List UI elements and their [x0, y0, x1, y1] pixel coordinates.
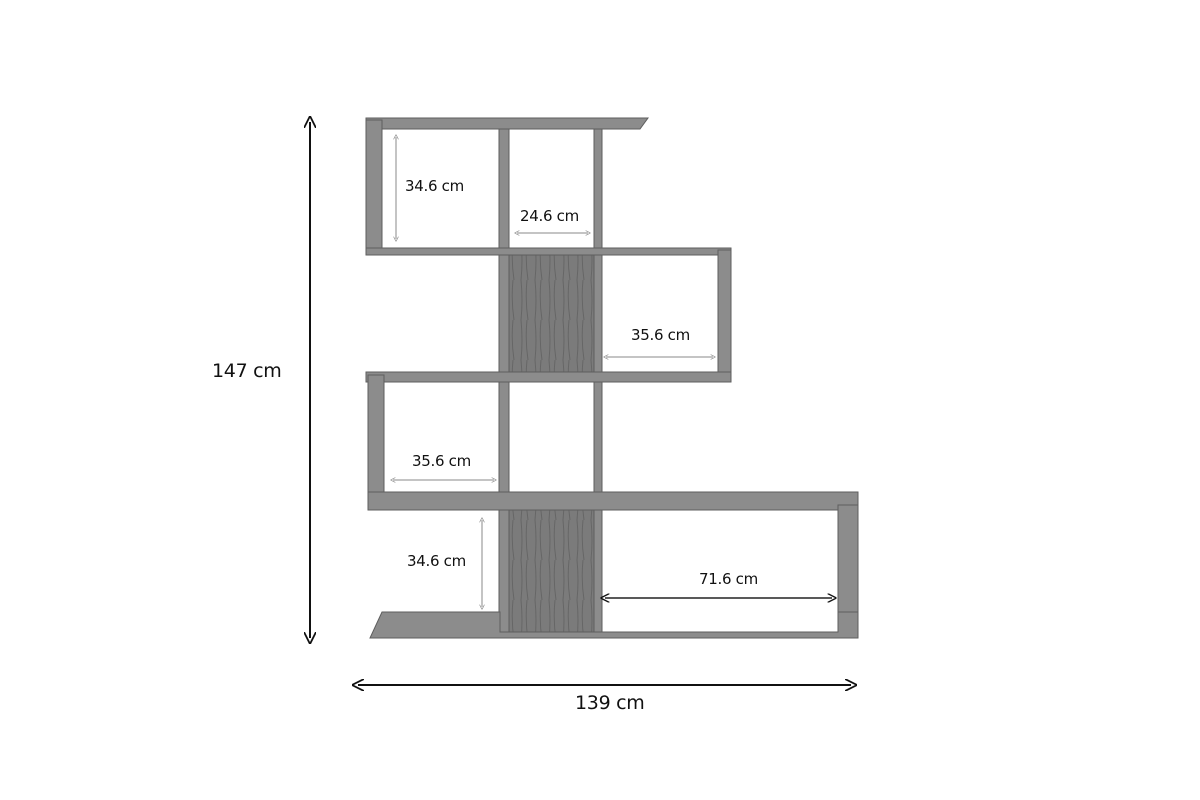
- side-panel-right-2: [717, 249, 732, 383]
- bookcase: [365, 117, 859, 639]
- top-left-height-label: 34.6 cm: [405, 177, 464, 195]
- inner-arrows: [393, 137, 713, 607]
- second-right-width-label: 35.6 cm: [631, 326, 690, 344]
- shelf-3: [365, 371, 732, 383]
- side-panel-left-3: [367, 374, 385, 511]
- shelf-2: [365, 247, 732, 256]
- wood-panel-upper: [499, 252, 599, 379]
- bottom-right-width-label: 71.6 cm: [699, 570, 758, 588]
- overall-height-label: 147 cm: [212, 360, 282, 382]
- third-left-width-label: 35.6 cm: [412, 452, 471, 470]
- bottom-left-height-label: 34.6 cm: [407, 552, 466, 570]
- shelf-top: [365, 117, 649, 130]
- wood-panel-lower: [499, 509, 599, 634]
- shelf-bottom: [369, 611, 859, 639]
- overall-width-label: 139 cm: [575, 692, 645, 714]
- shelf-4: [367, 491, 859, 511]
- side-panel-top-left: [365, 119, 383, 251]
- top-middle-width-label: 24.6 cm: [520, 207, 579, 225]
